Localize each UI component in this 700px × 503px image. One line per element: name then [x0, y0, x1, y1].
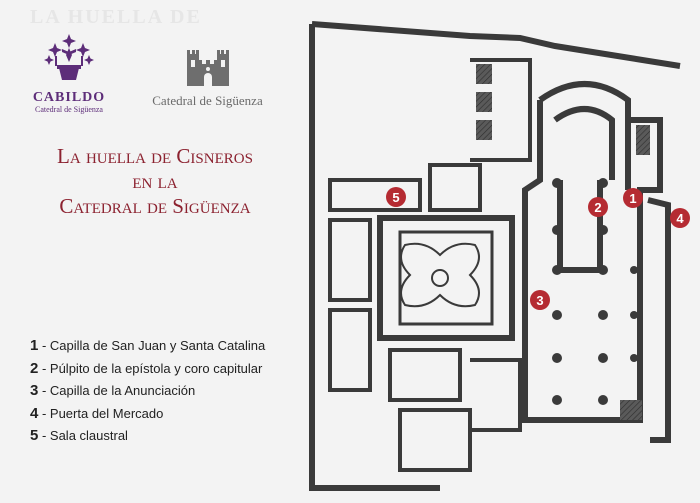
page-title: La huella de Cisneros en la Catedral de …	[30, 144, 280, 219]
marker-4-label: 4	[676, 211, 684, 226]
marker-5-label: 5	[392, 190, 399, 205]
legend-number: 5	[30, 427, 39, 444]
plan-walls	[309, 21, 681, 491]
marker-4-circle	[670, 208, 690, 228]
marker-3[interactable]: 3	[530, 290, 550, 310]
legend-item-2: 2 - Púlpito de la epístola y coro capitu…	[30, 359, 263, 377]
legend: 1 - Capilla de San Juan y Santa Catalina…	[30, 337, 310, 450]
legend-number: 1	[30, 337, 39, 354]
catedral-name: Catedral de Sigüenza	[152, 93, 263, 108]
legend-item-3: 3 - Capilla de la Anunciación	[30, 382, 196, 399]
cabildo-subtitle: Catedral de Sigüenza	[35, 105, 103, 114]
marker-2-label: 2	[594, 200, 601, 215]
title-line-1: La huella de Cisneros	[57, 144, 253, 168]
legend-label: Capilla de San Juan y Santa Catalina	[49, 338, 266, 353]
marker-1[interactable]: 1	[623, 188, 643, 208]
cabildo-name: CABILDO	[32, 90, 106, 105]
marker-3-label: 3	[536, 293, 543, 308]
title-line-2: en la	[132, 169, 178, 193]
cathedral-facade-icon	[186, 50, 229, 86]
legend-number: 2	[30, 359, 39, 377]
legend-item-1: 1 - Capilla de San Juan y Santa Catalina	[30, 337, 266, 354]
marker-1-label: 1	[629, 191, 636, 206]
legend-number: 4	[30, 404, 39, 422]
marker-2[interactable]: 2	[588, 197, 608, 217]
watermark-text: LA HUELLA DE	[30, 6, 202, 28]
legend-item-5: 5 - Sala claustral	[30, 427, 128, 444]
legend-item-4: 4 - Puerta del Mercado	[30, 404, 164, 422]
legend-label: Puerta del Mercado	[49, 405, 164, 421]
legend-number: 3	[30, 382, 39, 399]
legend-label: Sala claustral	[49, 428, 128, 443]
lily-vase-icon	[44, 34, 94, 80]
marker-4[interactable]: 4	[670, 208, 690, 228]
marker-5-circle	[386, 187, 406, 207]
cathedral-floor-plan: 1 2 3 4 5	[309, 21, 690, 491]
legend-label: Púlpito de la epístola y coro capitular	[49, 360, 263, 376]
marker-3-circle	[530, 290, 550, 310]
cloister-garden	[400, 242, 480, 308]
title-line-3: Catedral de Sigüenza	[59, 194, 251, 218]
nave-pillars	[552, 178, 638, 405]
catedral-logo: Catedral de Sigüenza	[140, 48, 275, 109]
marker-5[interactable]: 5	[386, 187, 406, 207]
hatched-walls	[476, 64, 650, 420]
marker-1-circle	[623, 188, 643, 208]
marker-2-circle	[588, 197, 608, 217]
cabildo-logo: CABILDO Catedral de Sigüenza	[30, 32, 108, 114]
legend-label: Capilla de la Anunciación	[49, 383, 196, 398]
